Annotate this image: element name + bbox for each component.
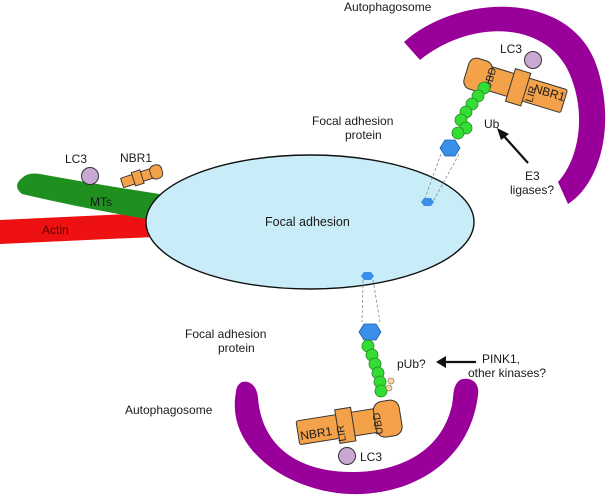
fa-protein-top [439,139,461,157]
ubiquitin-chain-top [451,81,491,140]
lc3-left [81,167,99,185]
autophagosome-bottom [234,378,479,495]
lir-top-label: LIR [523,84,539,104]
phospho-marks [385,377,395,392]
ubd-bottom-label: UBD [371,411,386,435]
fa-protein-bottom-small [361,272,374,280]
fa-protein-top-label-1: Focal adhesion [312,114,393,128]
actin-filament [0,212,175,244]
focal-adhesion [145,154,475,290]
autophagosome-bottom-label: Autophagosome [125,403,213,417]
actin-label: Actin [42,223,69,237]
e3-label-2: ligases? [510,183,554,197]
autophagosome-top [404,6,606,204]
microtubule [17,173,172,222]
lir-bottom-label: LIR [334,424,348,442]
pink1-label-1: PINK1, [482,352,520,366]
lc3-bottom [338,447,356,465]
ubiquitin-chain-bottom [361,339,388,398]
ub-label: Ub [484,117,500,131]
fa-protein-bottom [358,323,382,341]
lc3-top-label: LC3 [500,42,522,56]
lc3-left-label: LC3 [65,152,87,166]
lc3-bottom-label: LC3 [360,450,382,464]
mts-label: MTs [90,195,112,209]
lc3-top [524,51,542,69]
nbr1-left [120,164,164,188]
pink1-label-2: other kinases? [468,366,546,380]
e3-label-1: E3 [525,169,540,183]
nbr1-left-label: NBR1 [120,151,152,165]
autophagosome-top-label: Autophagosome [344,0,432,14]
pub-label: pUb? [397,357,426,371]
fa-protein-bottom-label-1: Focal adhesion [185,327,266,341]
nbr1-complex-bottom [295,399,403,445]
fa-protein-bottom-label-2: protein [218,341,255,355]
fa-protein-top-label-2: protein [345,128,382,142]
focal-adhesion-label: Focal adhesion [265,215,350,229]
nbr1-bottom-label: NBR1 [299,424,333,443]
fa-protein-top-small [421,198,434,206]
